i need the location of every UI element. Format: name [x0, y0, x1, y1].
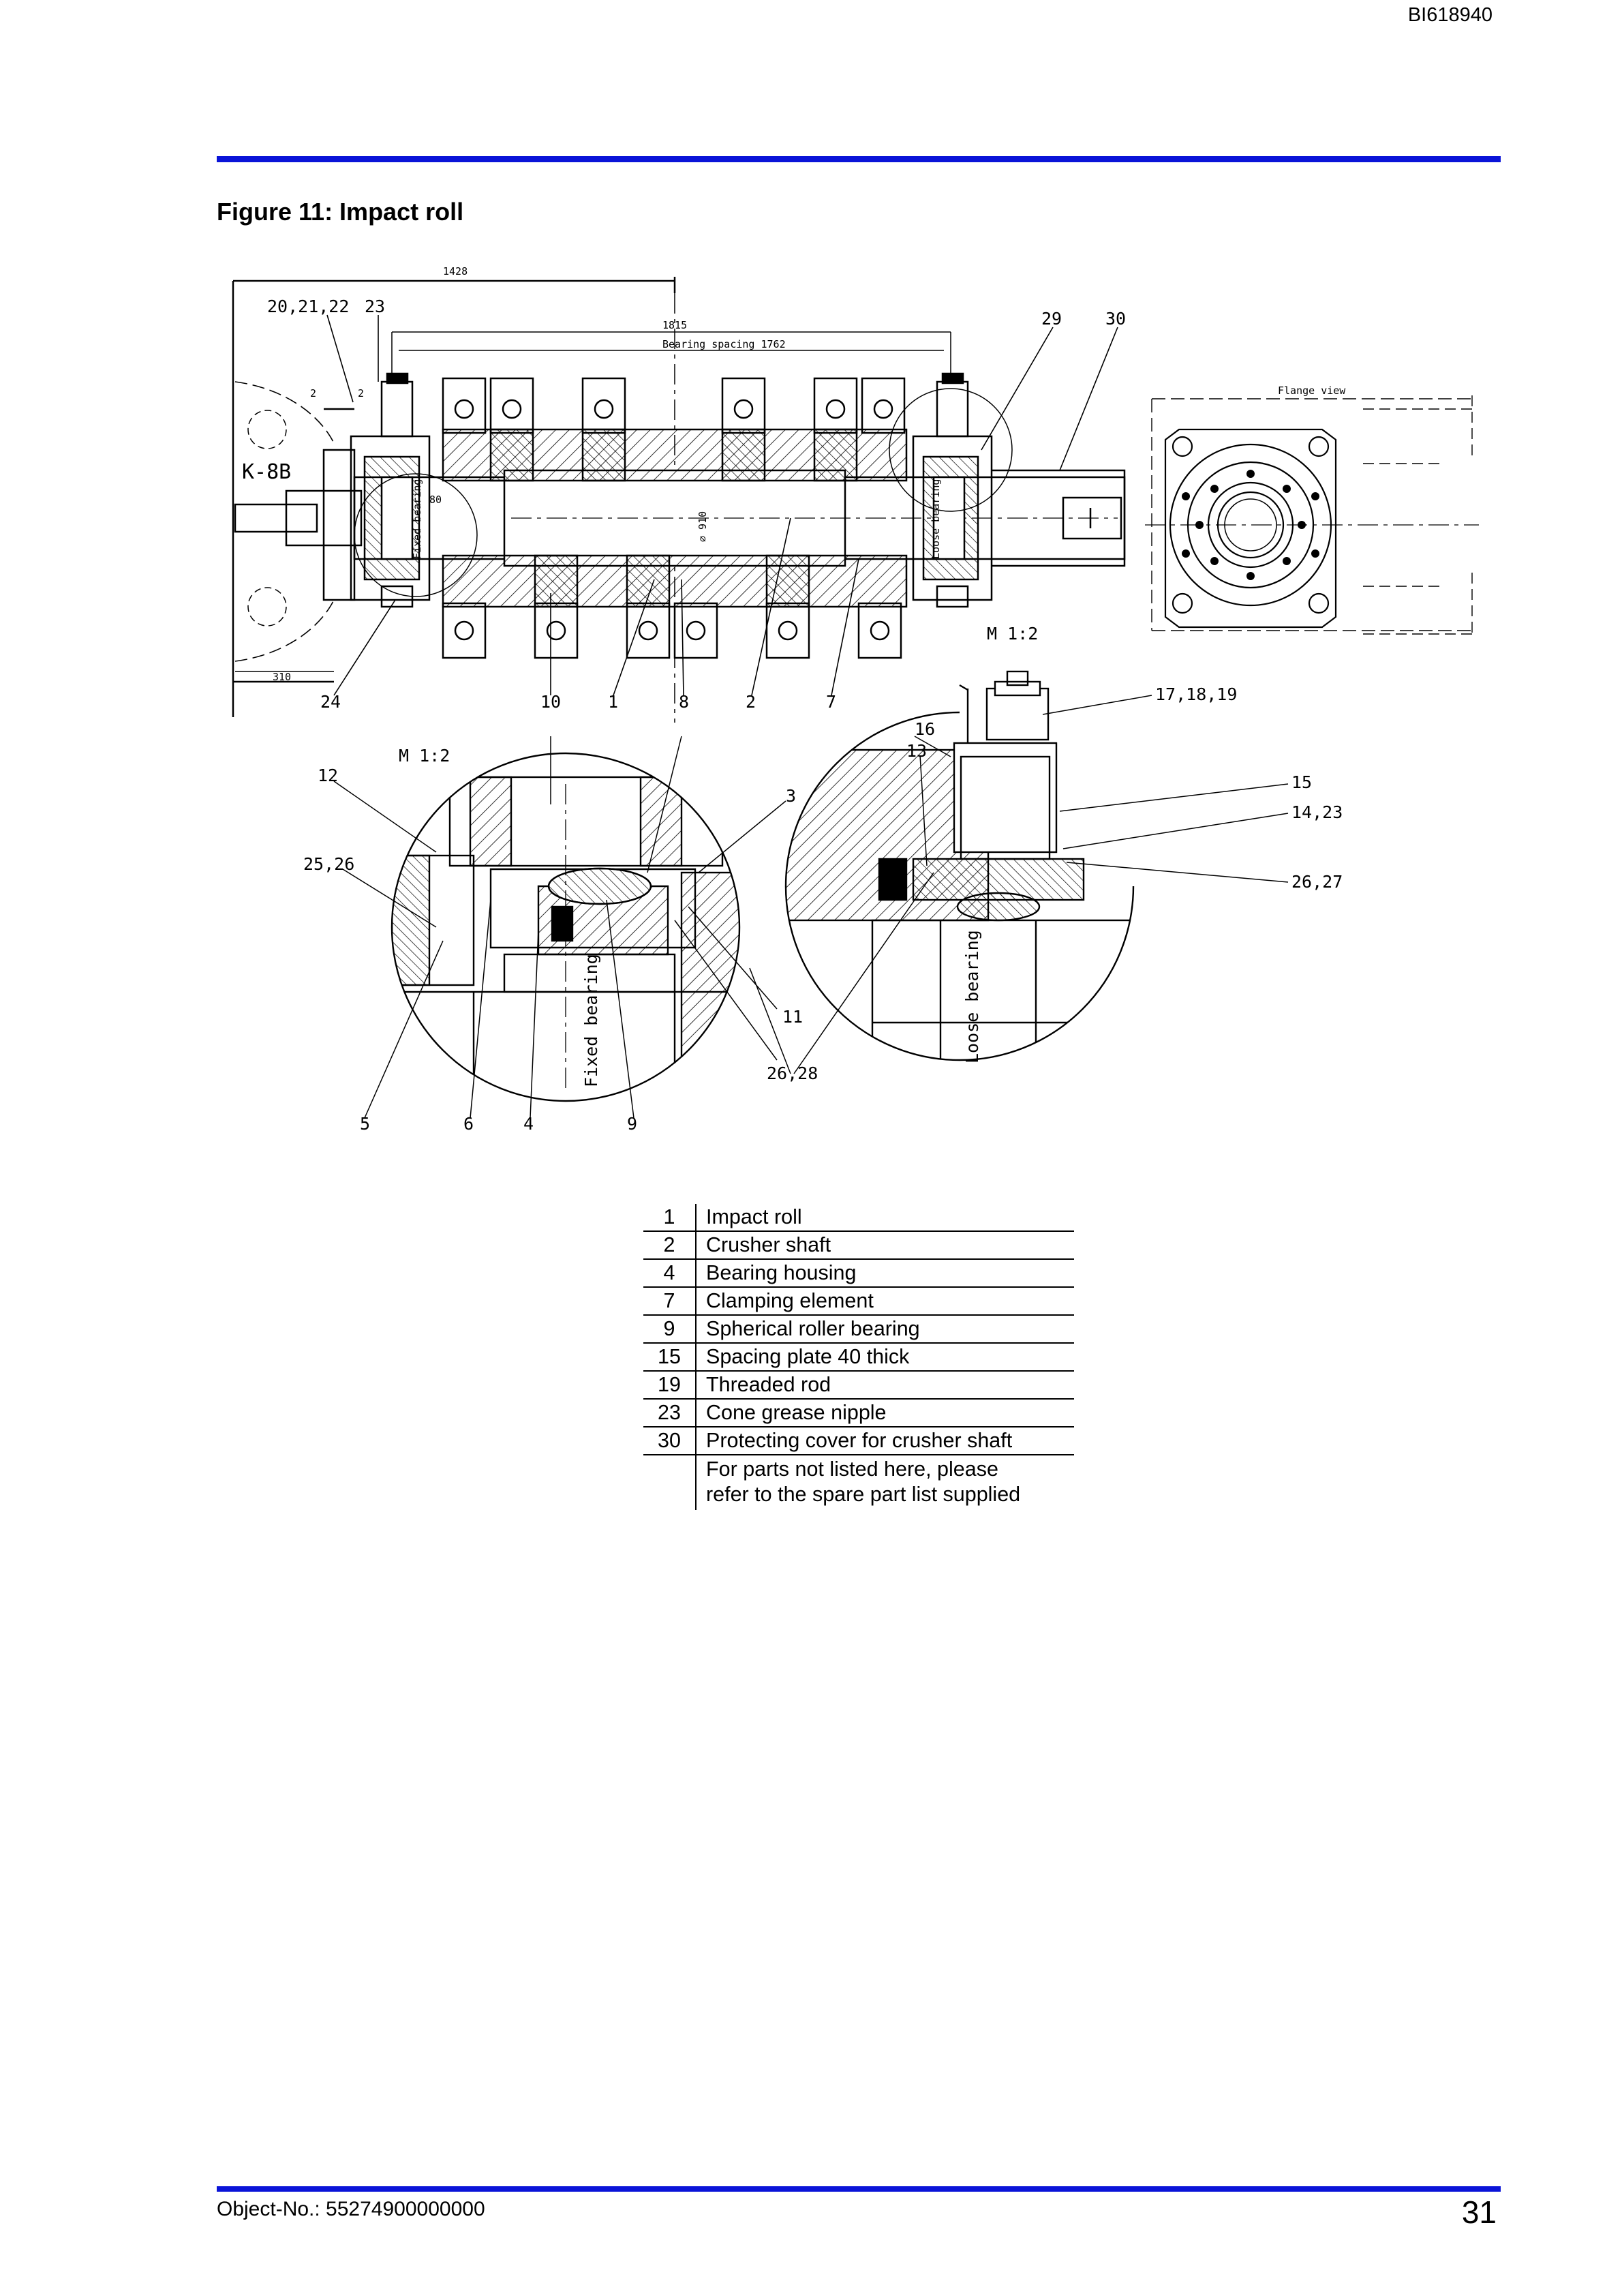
legend-num-empty [643, 1455, 697, 1510]
header-rule [217, 156, 1501, 162]
legend-num: 15 [643, 1343, 697, 1372]
legend-text: Cone grease nipple [696, 1399, 1074, 1428]
dim-diameter-910: ⌀ 910 [697, 511, 709, 542]
scale-main: M 1:2 [987, 624, 1038, 644]
dim-bearing-spacing: Bearing spacing 1762 [662, 338, 786, 350]
callout-8: 8 [679, 692, 689, 712]
callout-5: 5 [360, 1114, 370, 1134]
callout-4: 4 [523, 1114, 534, 1134]
object-number: Object-No.: 55274900000000 [217, 2198, 485, 2220]
figure-title: Figure 11: Impact roll [217, 198, 464, 226]
flange-view-label: Flange view [1278, 384, 1346, 397]
callout-30: 30 [1105, 309, 1126, 329]
loose-bearing-small-label: Loose bearing [930, 479, 942, 559]
callout-2: 2 [746, 692, 756, 712]
legend-text: Bearing housing [696, 1259, 1074, 1288]
legend-num: 7 [643, 1287, 697, 1316]
callout-10: 10 [540, 692, 561, 712]
hammer-row-bottom [442, 554, 902, 659]
legend-num: 19 [643, 1371, 697, 1400]
loose-bearing-housing [889, 372, 1126, 608]
callout-11: 11 [782, 1007, 803, 1027]
dim-2b: 2 [358, 387, 364, 399]
callout-6: 6 [463, 1114, 474, 1134]
dim-310: 310 [273, 671, 291, 683]
dim-1428: 1428 [443, 265, 468, 277]
legend-num: 9 [643, 1315, 697, 1344]
hammer-row-top [442, 377, 906, 482]
callout-17-18-19: 17,18,19 [1155, 684, 1237, 704]
callout-23: 23 [365, 297, 385, 316]
callout-9: 9 [627, 1114, 637, 1134]
legend-num: 4 [643, 1259, 697, 1288]
legend-text: Impact roll [696, 1204, 1074, 1232]
dim-2a: 2 [310, 387, 316, 399]
callout-26-28: 26,28 [767, 1063, 818, 1083]
impact-roll-drawing: 1428 1815 Bearing spacing 1762 310 2 2 8… [232, 265, 1479, 1134]
callout-12: 12 [318, 766, 338, 785]
callout-24: 24 [320, 692, 341, 712]
legend-text: Protecting cover for crusher shaft [696, 1427, 1074, 1455]
scale-detail: M 1:2 [399, 746, 450, 766]
loose-bearing-label: Loose bearing [962, 930, 982, 1063]
dim-1815: 1815 [662, 319, 687, 331]
legend-num: 1 [643, 1204, 697, 1232]
callout-1: 1 [608, 692, 618, 712]
callout-7: 7 [826, 692, 836, 712]
document-id: BI618940 [1407, 4, 1493, 26]
legend-note-line2: refer to the spare part list supplied [706, 1483, 1021, 1506]
callout-20-21-22: 20,21,22 [267, 297, 349, 316]
dim-80: 80 [429, 494, 442, 506]
detail-fixed-bearing [333, 736, 786, 1119]
callout-15: 15 [1291, 772, 1312, 792]
page-number: 31 [1461, 2194, 1497, 2230]
callout-3: 3 [786, 786, 796, 806]
main-section-view [232, 277, 1126, 723]
callout-25-26: 25,26 [303, 854, 354, 874]
callout-16: 16 [915, 719, 935, 739]
legend-num: 30 [643, 1427, 697, 1455]
drawing-labels: 1428 1815 Bearing spacing 1762 310 2 2 8… [242, 265, 1346, 1134]
legend-text: Crusher shaft [696, 1231, 1074, 1260]
legend-num: 23 [643, 1399, 697, 1428]
legend-text: Spacing plate 40 thick [696, 1343, 1074, 1372]
legend-note-line1: For parts not listed here, please [706, 1457, 998, 1481]
flange-view [1145, 395, 1479, 637]
fixed-bearing-label: Fixed bearing [581, 954, 601, 1087]
fixed-bearing-housing [322, 372, 478, 608]
callout-13: 13 [906, 741, 927, 761]
legend-text: Threaded rod [696, 1371, 1074, 1400]
callout-14-23: 14,23 [1291, 802, 1343, 822]
fixed-bearing-small-label: Fixed bearing [411, 479, 423, 559]
legend-text: Spherical roller bearing [696, 1315, 1074, 1344]
detail-loose-bearing [749, 670, 1289, 1074]
legend-text: Clamping element [696, 1287, 1074, 1316]
legend-num: 2 [643, 1231, 697, 1260]
footer-rule [217, 2186, 1501, 2192]
callout-29: 29 [1041, 309, 1062, 329]
callout-26-27: 26,27 [1291, 872, 1343, 892]
k8b-label: K-8B [242, 460, 291, 484]
